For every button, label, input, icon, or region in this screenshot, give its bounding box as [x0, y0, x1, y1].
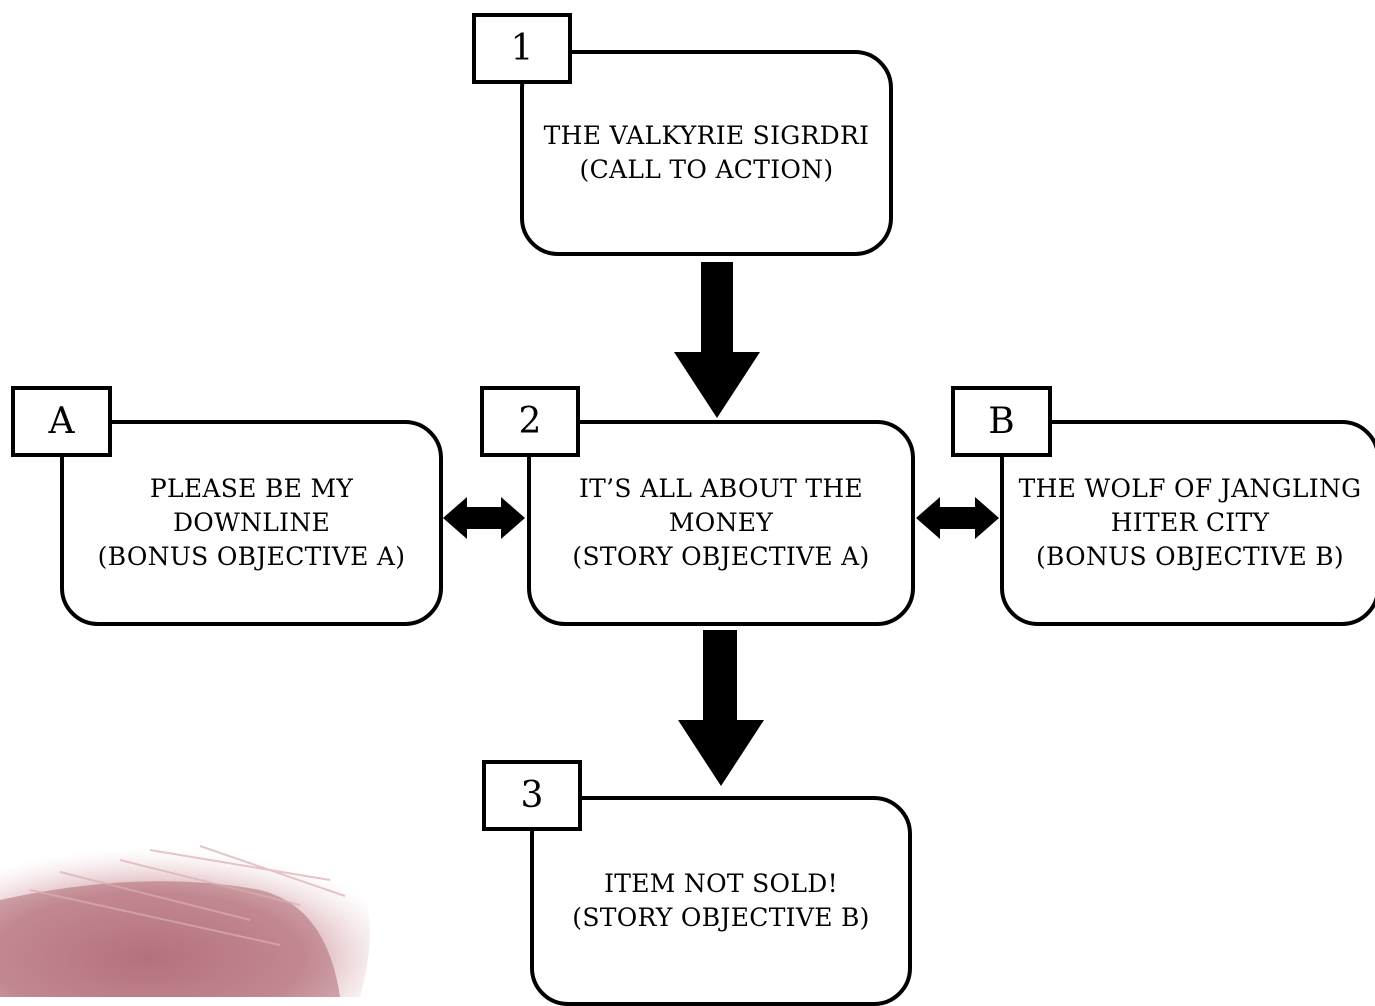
- node-a-text: PLEASE BE MY DOWNLINE (BONUS OBJECTIVE A…: [97, 474, 406, 571]
- node-2-text: IT’S ALL ABOUT THE MONEY (STORY OBJECTIV…: [572, 474, 870, 571]
- node-3-tag: 3: [482, 760, 582, 831]
- arrow-2-to-3: [678, 630, 764, 786]
- arrow-a-to-2: [443, 497, 525, 539]
- arrow-1-to-2: [674, 262, 760, 418]
- node-b-text: THE WOLF OF JANGLING HITER CITY (BONUS O…: [1018, 474, 1362, 571]
- arrow-2-to-b: [916, 497, 999, 539]
- node-a-box: PLEASE BE MY DOWNLINE (BONUS OBJECTIVE A…: [60, 420, 443, 626]
- node-3-text: ITEM NOT SOLD! (STORY OBJECTIVE B): [572, 869, 870, 932]
- node-b-tag: B: [951, 386, 1052, 457]
- node-2-tag: 2: [480, 386, 580, 457]
- node-1-box: THE VALKYRIE SIGRDRI (CALL TO ACTION): [520, 50, 893, 256]
- node-3-box: ITEM NOT SOLD! (STORY OBJECTIVE B): [530, 796, 912, 1006]
- node-2-box: IT’S ALL ABOUT THE MONEY (STORY OBJECTIV…: [527, 420, 915, 626]
- node-a-tag: A: [11, 386, 112, 457]
- node-1-text: THE VALKYRIE SIGRDRI (CALL TO ACTION): [543, 121, 870, 184]
- node-b-box: THE WOLF OF JANGLING HITER CITY (BONUS O…: [1000, 420, 1375, 626]
- node-1-tag: 1: [472, 13, 572, 84]
